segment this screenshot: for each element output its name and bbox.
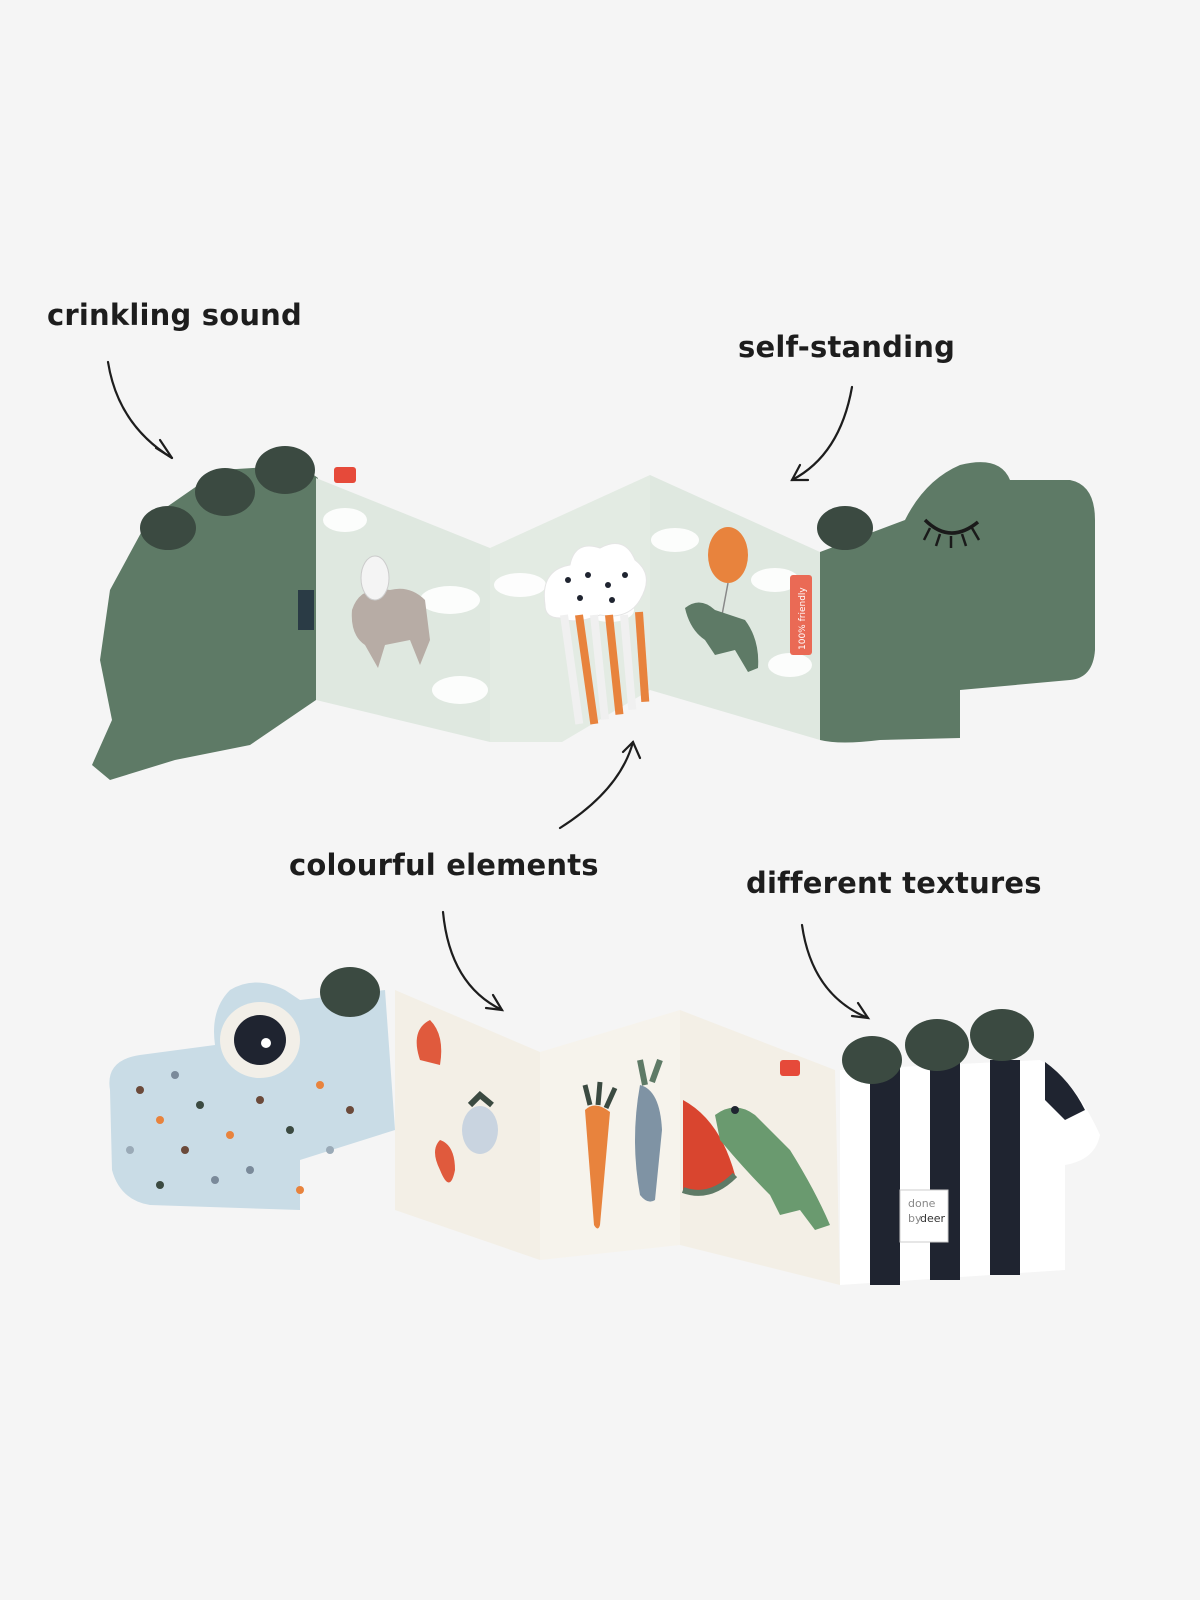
tail-bump [195, 468, 255, 516]
closed-eye-icon [923, 518, 980, 535]
watermelon-appliqué [683, 1100, 735, 1193]
head-bump [320, 967, 380, 1017]
arrow-self-standing [790, 385, 854, 482]
callout-different-textures: different textures [746, 866, 1042, 900]
panel-strawberries [395, 990, 540, 1260]
ribbon-strips [560, 611, 650, 725]
tail-bump [905, 1019, 969, 1071]
friendly-tag-text: 100% friendly [798, 587, 808, 650]
balloon-appliqué [708, 527, 748, 583]
carrot-appliqué [585, 1105, 610, 1229]
top-crocodile-book: 100% friendly [92, 446, 1095, 780]
red-ribbon-tag [334, 467, 356, 483]
panel-watermelon [680, 1010, 840, 1285]
head-bump [817, 506, 873, 550]
brand-label-text: by [908, 1212, 922, 1225]
panel-cloud [490, 475, 650, 742]
arrow-crinkling [106, 360, 174, 460]
radish-appliqué [635, 1085, 662, 1202]
brand-label [899, 1189, 949, 1243]
tail-bump [255, 446, 315, 494]
callout-arrows [106, 360, 871, 1020]
care-label [298, 590, 314, 630]
croc-head-panel [817, 462, 1095, 743]
strawberry-appliqué [435, 1140, 455, 1183]
tail-bump [970, 1009, 1034, 1061]
arrow-colourful-bottom [441, 910, 505, 1012]
rhino-appliqué [351, 588, 430, 668]
brand-label-text: deer [920, 1212, 946, 1225]
arrow-textures [800, 923, 871, 1020]
strawberry-appliqué [462, 1106, 498, 1154]
tail-bump [842, 1036, 902, 1084]
panel-rhino [316, 467, 490, 742]
callout-self-standing: self-standing [738, 330, 956, 364]
small-croc-appliqué [685, 602, 759, 672]
confetti-dots [126, 1071, 354, 1194]
panel-carrot [540, 1010, 680, 1260]
green-croc-appliqué [715, 1107, 830, 1230]
friendly-tag [790, 575, 812, 655]
rhino-wing [360, 555, 390, 601]
arrow-colourful-top [558, 740, 642, 830]
brand-label-text: done [908, 1197, 936, 1210]
callout-crinkling-sound: crinkling sound [47, 298, 302, 332]
tail-bump [140, 506, 196, 550]
bottom-crocodile-book: done by deer [109, 967, 1100, 1285]
callout-colourful-elements: colourful elements [289, 848, 599, 882]
panel-balloon: 100% friendly [650, 475, 820, 740]
croc-head-blue [109, 967, 395, 1210]
croc-tail-striped: done by deer [840, 1009, 1100, 1285]
eyelashes [922, 527, 981, 548]
red-ribbon-tag [780, 1060, 800, 1076]
strawberry-appliqué [416, 1020, 442, 1065]
croc-tail-panel [92, 446, 318, 780]
